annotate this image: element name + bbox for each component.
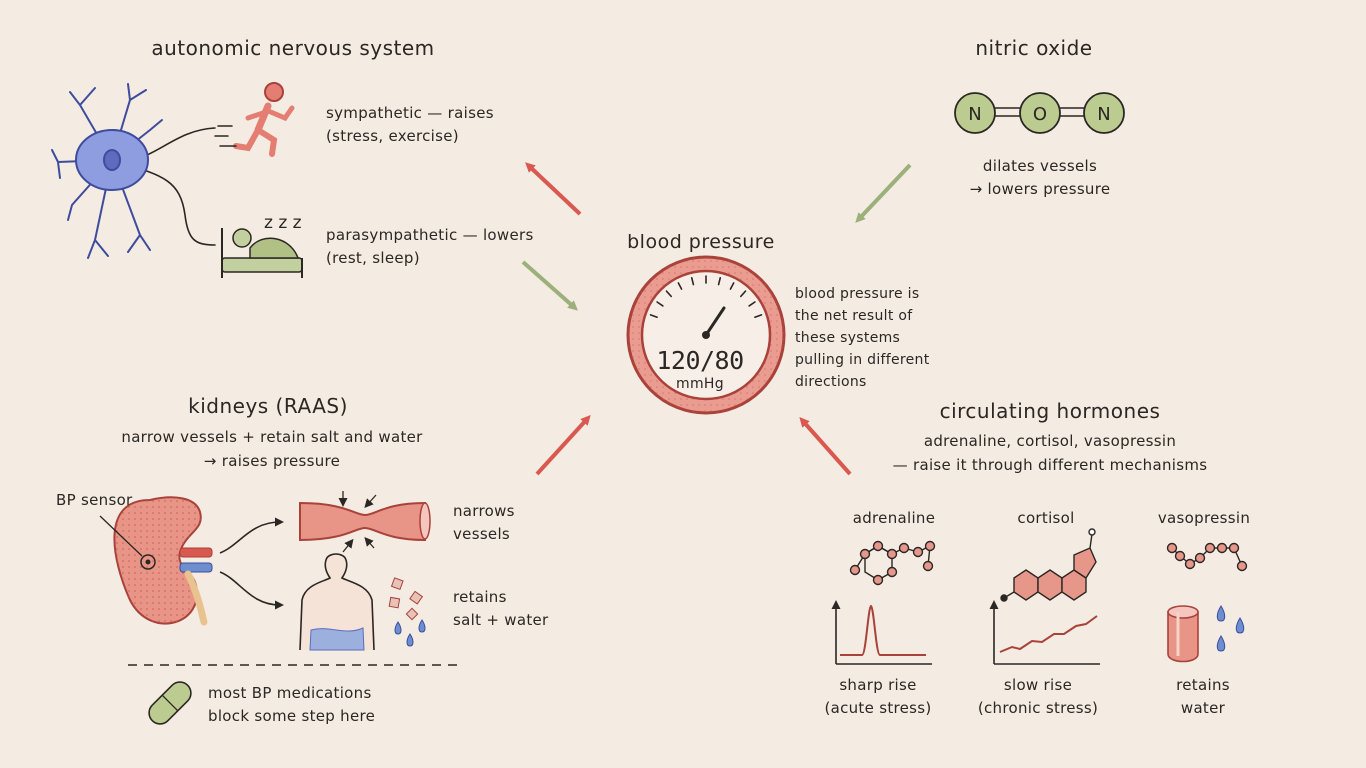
meds-note-line2: block some step here: [208, 707, 376, 725]
hormone-name-vasopressin: vasopressin: [1157, 509, 1251, 527]
atom-n2: [1083, 92, 1125, 134]
kidney-icon: [99, 496, 213, 626]
narrowed-vessel-icon: [299, 491, 431, 553]
no-molecule-icon: N O N: [954, 92, 1125, 134]
bp-gauge: [626, 255, 786, 415]
vasopressin-effect-line1: retains: [1176, 676, 1230, 694]
kidneys-desc-line1: narrow vessels + retain salt and water: [121, 428, 423, 446]
gauge-tick: [729, 282, 735, 290]
cortisol-effect-line2: (chronic stress): [977, 699, 1099, 717]
meds-note-line1: most BP medications: [208, 684, 372, 702]
hormone-name-cortisol: cortisol: [1017, 509, 1075, 527]
arrow-to-vessel: [219, 517, 284, 554]
hormones-desc-line1: adrenaline, cortisol, vasopressin: [923, 432, 1177, 450]
atom-o: [1019, 92, 1061, 134]
kidneys-title: kidneys (RAAS): [188, 394, 348, 418]
retains-label: retains: [453, 588, 507, 606]
no-title: nitric oxide: [975, 36, 1093, 60]
no-desc-line2: → lowers pressure: [969, 180, 1111, 198]
gauge-tick: [656, 301, 664, 307]
adrenaline-sharp-rise-chart: [831, 600, 932, 665]
pill-icon: [148, 681, 192, 725]
adrenaline-effect-line1: sharp rise: [839, 676, 917, 694]
center-note-line: blood pressure is: [795, 286, 920, 302]
cortisol-molecule-icon: [1000, 528, 1097, 602]
gauge-tick: [649, 314, 658, 319]
cortisol-slow-rise-chart: [989, 600, 1100, 665]
svg-text:N: N: [968, 104, 981, 125]
sleeping-person-icon: [221, 228, 303, 278]
hormones-title: circulating hormones: [939, 399, 1161, 423]
hormones-desc-line2: — raise it through different mechanisms: [892, 456, 1208, 474]
parasympathetic-detail: (rest, sleep): [326, 249, 420, 267]
bp-unit: mmHg: [676, 376, 724, 392]
svg-text:N: N: [1097, 104, 1110, 125]
gauge-tick: [665, 290, 673, 298]
bp-sensor-label: BP sensor: [56, 491, 133, 509]
runner-icon: [214, 82, 295, 157]
arrow-no-lowers: [855, 163, 912, 223]
narrows-label: narrows: [453, 502, 515, 520]
sympathetic-detail: (stress, exercise): [326, 127, 459, 145]
hormone-name-adrenaline: adrenaline: [852, 509, 936, 527]
gauge-tick: [739, 290, 747, 298]
gauge-needle: [704, 306, 726, 337]
cortisol-effect-line1: slow rise: [1003, 676, 1073, 694]
vasopressin-vessel-water-icon: [1167, 605, 1245, 663]
body-water-icon: [299, 553, 426, 651]
ans-title: autonomic nervous system: [151, 36, 435, 60]
parasympathetic-label: parasympathetic — lowers: [326, 226, 534, 244]
arrow-hormones-raise: [799, 417, 852, 476]
vasopressin-molecule-icon: [1166, 542, 1248, 572]
no-desc-line1: dilates vessels: [982, 157, 1098, 175]
center-note-line: these systems: [795, 330, 901, 346]
bp-reading: 120/80: [656, 346, 744, 375]
retains-label-line2: salt + water: [453, 611, 549, 629]
adrenaline-molecule-icon: [849, 540, 936, 586]
center-title: blood pressure: [627, 231, 775, 253]
vasopressin-effect-line2: water: [1180, 699, 1226, 717]
center-note-line: the net result of: [795, 308, 913, 324]
svg-text:O: O: [1033, 104, 1047, 125]
gauge-tick: [717, 276, 722, 286]
narrows-label-line2: vessels: [453, 525, 511, 543]
sympathetic-label: sympathetic — raises: [326, 104, 494, 122]
center-note-line: directions: [795, 374, 867, 390]
arrow-sympathetic-raises: [525, 162, 582, 216]
center-note: blood pressure is the net result of thes…: [795, 283, 930, 393]
adrenaline-effect-line2: (acute stress): [824, 699, 932, 717]
center-note-line: pulling in different: [795, 352, 930, 368]
arrow-parasympathetic-lowers: [521, 260, 578, 311]
gauge-tick: [690, 276, 695, 286]
atom-n1: [954, 92, 996, 134]
arrow-to-body: [219, 571, 284, 610]
gauge-tick: [677, 282, 683, 290]
arrow-kidney-raises: [535, 415, 591, 476]
sleep-z-icon: z z z: [264, 213, 302, 233]
gauge-tick: [754, 314, 763, 319]
kidneys-desc-line2: → raises pressure: [203, 452, 341, 470]
neuron-icon: [51, 83, 216, 259]
gauge-tick: [748, 301, 756, 307]
